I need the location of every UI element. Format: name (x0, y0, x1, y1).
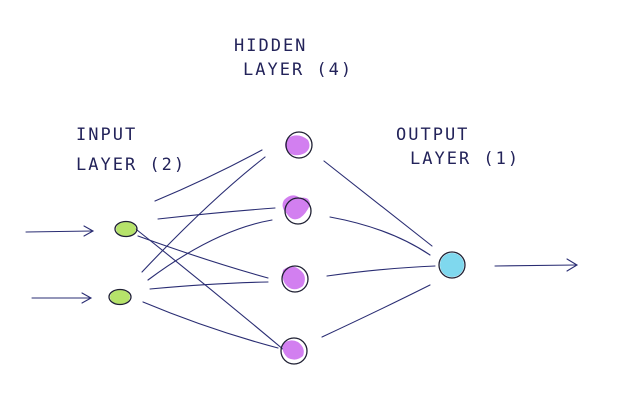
input-node-1 (114, 220, 138, 238)
hidden-layer-title-line1: HIDDEN (234, 36, 307, 56)
output-arrow (494, 258, 579, 272)
hidden-layer-title-line2: LAYER (4) (243, 60, 353, 80)
input-layer-title-line2: LAYER (2) (76, 155, 186, 175)
hidden-node-1 (285, 131, 313, 159)
output-layer-title-line2: LAYER (1) (410, 149, 520, 169)
output-layer-title-line1: OUTPUT (396, 125, 469, 145)
input-layer-title-line1: INPUT (76, 125, 137, 145)
hidden-output-connections (321, 160, 436, 338)
input-arrow-2 (31, 292, 93, 304)
input-arrow-1 (25, 225, 95, 237)
output-node (438, 251, 466, 279)
hidden-node-3 (281, 265, 309, 293)
input-hidden-connections (131, 149, 285, 351)
hidden-node-4 (280, 337, 308, 365)
input-node-2 (108, 288, 132, 306)
hidden-node-2 (282, 195, 312, 225)
